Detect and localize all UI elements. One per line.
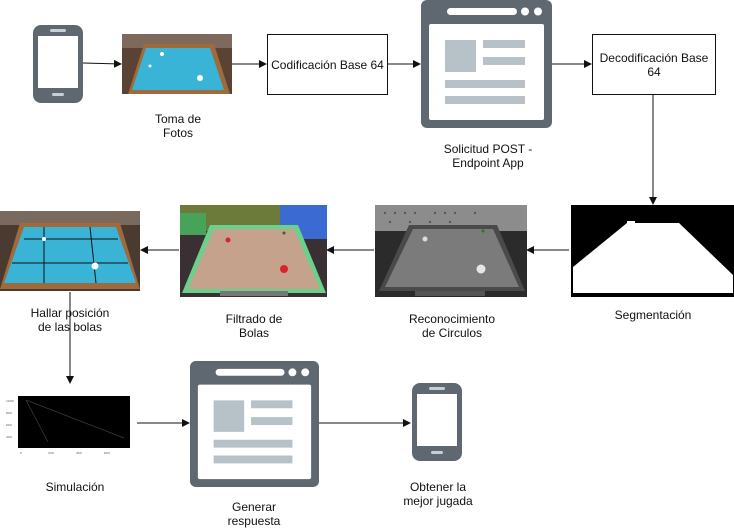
ball-position-image (0, 211, 140, 291)
label-obtener: Obtener la mejor jugada (403, 480, 473, 508)
step-decodificacion: Decodificación Base 64 (592, 34, 716, 95)
step-codificacion-label: Codificación Base 64 (271, 57, 384, 72)
label-segmentacion: Segmentación (614, 308, 692, 322)
phone-icon (412, 383, 462, 461)
browser-window-icon (421, 0, 552, 128)
svg-text:200: 200 (48, 451, 54, 455)
label-simulacion: Simulación (45, 480, 105, 494)
label-reconocimiento: Reconocimiento de Circulos (408, 312, 496, 340)
segmentation-mask-image (571, 205, 734, 297)
pool-table-photo (122, 34, 232, 94)
label-hallar: Hallar posición de las bolas (30, 306, 110, 334)
svg-text:800: 800 (6, 411, 12, 415)
svg-text:400: 400 (6, 435, 12, 439)
arrow-phone-to-photo (82, 59, 122, 68)
step-codificacion: Codificación Base 64 (267, 34, 388, 95)
label-filtrado: Filtrado de Bolas (225, 312, 283, 340)
label-toma-fotos: Toma de Fotos (154, 112, 202, 140)
step-decodificacion-label: Decodificación Base 64 (599, 50, 709, 79)
label-solicitud: Solicitud POST - Endpoint App (443, 142, 533, 170)
circle-recognition-image (375, 205, 527, 297)
phone-icon (33, 25, 83, 103)
simulation-plot-image: 1000 800 600 400 0 200 400 600 (4, 392, 136, 458)
label-generar: Generar respuesta (227, 500, 281, 528)
browser-window-icon (190, 360, 319, 488)
svg-text:1000: 1000 (6, 399, 14, 403)
svg-text:400: 400 (76, 451, 82, 455)
ball-filter-image (180, 205, 327, 297)
svg-text:600: 600 (104, 451, 110, 455)
svg-text:0: 0 (20, 451, 22, 455)
svg-text:600: 600 (6, 423, 12, 427)
